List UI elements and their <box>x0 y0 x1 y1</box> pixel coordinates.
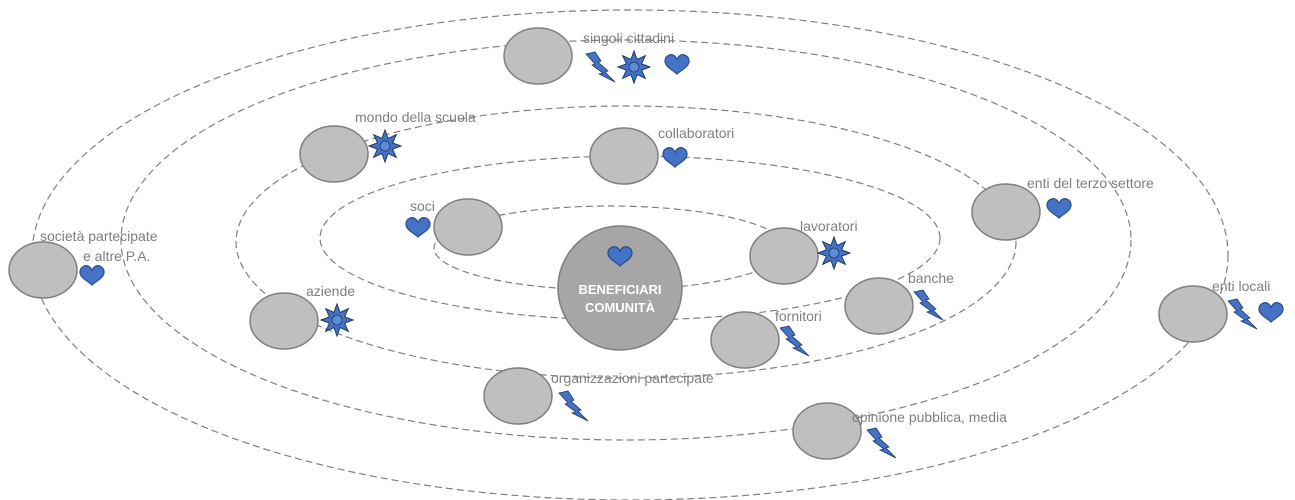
label-collaboratori: collaboratori <box>658 125 734 141</box>
center-node <box>557 225 683 351</box>
heart-icon <box>1258 302 1284 323</box>
node-organizzazioni-partecipate <box>483 367 553 425</box>
lightning-icon <box>585 51 616 83</box>
starburst-core <box>828 247 840 259</box>
label-banche: banche <box>908 270 954 286</box>
label-fornitori: fornitori <box>775 308 822 324</box>
node-societa-partecipate <box>8 241 78 299</box>
node-banche <box>844 277 914 335</box>
orbit-5 <box>31 9 1229 500</box>
center-label-line1: BENEFICIARI <box>578 282 661 297</box>
heart-icon <box>664 54 690 75</box>
node-aziende <box>249 292 319 350</box>
label-aziende: aziende <box>306 283 355 299</box>
lightning-icon <box>558 390 589 422</box>
label-soci: soci <box>410 198 435 214</box>
node-lavoratori <box>749 227 819 285</box>
node-fornitori <box>710 311 780 369</box>
label-enti-locali: enti locali <box>1212 278 1270 294</box>
lightning-icon <box>1227 298 1258 330</box>
label-societa-partecipate-line2: e altre P.A. <box>83 248 150 264</box>
label-opinione-pubblica: opinione pubblica, media <box>852 409 1007 425</box>
node-opinione-pubblica <box>792 402 862 460</box>
heart-icon <box>405 217 431 238</box>
node-soci <box>433 198 503 256</box>
heart-icon <box>79 265 105 286</box>
node-singoli-cittadini <box>503 27 573 85</box>
node-mondo-della-scuola <box>299 125 369 183</box>
starburst-core <box>628 61 640 73</box>
label-singoli-cittadini: singoli cittadini <box>583 30 674 46</box>
label-organizzazioni-partecipate: organizzazioni partecipate <box>551 370 714 386</box>
label-lavoratori: lavoratori <box>800 218 858 234</box>
orbit-4 <box>120 39 1132 441</box>
node-collaboratori <box>589 127 659 185</box>
label-mondo-della-scuola: mondo della scuola <box>355 109 476 125</box>
lightning-icon <box>779 325 810 357</box>
starburst-core <box>331 314 343 326</box>
lightning-icon <box>913 289 944 321</box>
node-enti-terzo-settore <box>971 183 1041 241</box>
heart-icon <box>662 147 688 168</box>
label-societa-partecipate-line1: società partecipate <box>40 228 158 244</box>
label-enti-terzo-settore: enti del terzo settore <box>1027 175 1154 191</box>
starburst-core <box>379 140 391 152</box>
orbit-3 <box>235 105 1017 379</box>
center-label-line2: COMUNITÀ <box>585 300 656 315</box>
lightning-icon <box>866 427 897 459</box>
heart-icon <box>1046 198 1072 219</box>
node-enti-locali <box>1158 285 1228 343</box>
